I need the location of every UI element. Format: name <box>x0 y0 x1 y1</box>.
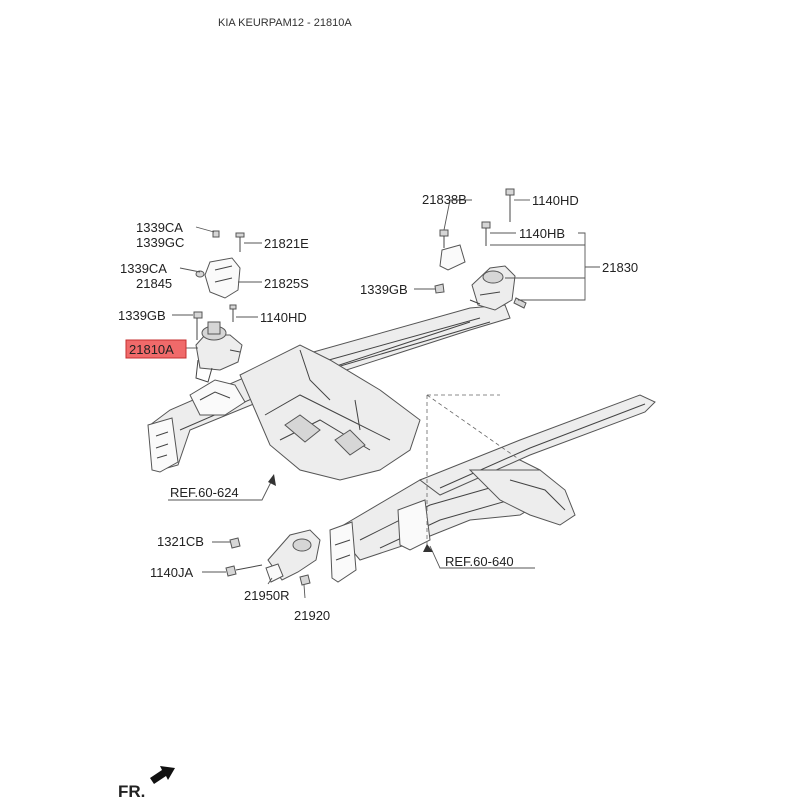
label-1339gc: 1339GC <box>136 235 184 250</box>
label-1339ca-top: 1339CA <box>136 220 183 235</box>
label-1140hd-right: 1140HD <box>532 193 579 208</box>
label-1339gb-right: 1339GB <box>360 282 408 297</box>
label-21838b: 21838B <box>422 192 467 207</box>
label-21845: 21845 <box>136 276 172 291</box>
label-1140hb: 1140HB <box>519 226 565 241</box>
bolts-left <box>193 230 245 340</box>
mount-21830 <box>434 244 516 311</box>
label-1140hd-left: 1140HD <box>260 310 307 325</box>
subframe-assembly <box>147 304 656 583</box>
label-21920: 21920 <box>294 608 330 623</box>
label-1339gb-left: 1339GB <box>118 308 166 323</box>
label-21821e: 21821E <box>264 236 309 251</box>
ref-60-640: REF.60-640 <box>445 554 514 569</box>
front-arrow-icon <box>150 766 175 784</box>
roll-rod-21950r <box>225 529 321 586</box>
label-21810a: 21810A <box>129 342 174 357</box>
bolts-right <box>439 188 527 309</box>
label-1339ca-mid: 1339CA <box>120 261 167 276</box>
label-21825s: 21825S <box>264 276 309 291</box>
label-21950r: 21950R <box>244 588 290 603</box>
label-1140ja: 1140JA <box>150 565 193 580</box>
front-label: FR. <box>118 782 145 800</box>
guide-lines <box>426 394 521 545</box>
label-1321cb: 1321CB <box>157 534 204 549</box>
bracket-21825s <box>195 257 241 299</box>
mount-21810a <box>195 321 243 383</box>
highlight-box-21810a <box>125 339 187 359</box>
diagram-title: KIA KEURPAM12 - 21810A <box>218 17 352 29</box>
label-21830: 21830 <box>602 260 638 275</box>
ref-60-624: REF.60-624 <box>170 485 239 500</box>
leader-lines <box>168 199 600 599</box>
